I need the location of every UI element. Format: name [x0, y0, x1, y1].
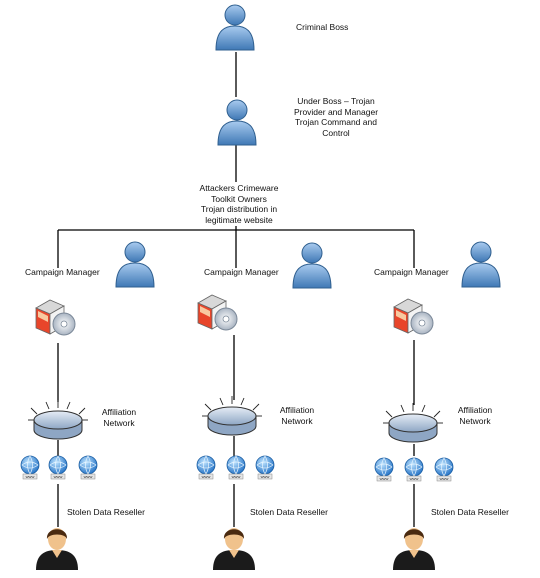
network-label-line: Network	[459, 415, 491, 426]
attackers-label-line: legitimate website	[205, 214, 273, 225]
underboss-label-line: Under Boss – Trojan	[297, 96, 375, 106]
globe-icon	[404, 457, 424, 482]
boss-person-icon	[215, 4, 255, 51]
software-box-1-icon	[35, 299, 76, 336]
underboss-label: Under Boss – Trojan Provider and Manager…	[282, 96, 390, 138]
network-label-line: Network	[281, 415, 313, 426]
attackers-label: Attackers Crimeware Toolkit Owners Troja…	[184, 183, 294, 225]
globe-icon	[78, 455, 98, 480]
globe-icon	[48, 455, 68, 480]
globe-group-3	[374, 457, 454, 482]
globe-icon	[196, 455, 216, 480]
underboss-label-line: Control	[322, 127, 350, 138]
affiliation-network-1-label: Affiliation Network	[96, 407, 142, 428]
globe-icon	[434, 457, 454, 482]
network-hub-1-icon	[27, 399, 89, 440]
attackers-label-line: Trojan distribution in	[200, 204, 278, 214]
boss-label: Criminal Boss	[296, 22, 349, 32]
reseller-2-person-icon	[213, 528, 255, 570]
campaign-manager-2-person-icon	[292, 242, 332, 289]
globe-icon	[20, 455, 40, 480]
underboss-label-line: Provider and Manager	[293, 106, 379, 117]
globe-group-1	[20, 455, 98, 480]
software-box-3-icon	[393, 298, 434, 335]
network-label-line: Affiliation	[457, 405, 493, 415]
underboss-person-icon	[217, 99, 257, 146]
network-hub-2-icon	[201, 395, 263, 436]
network-label-line: Network	[103, 417, 135, 428]
attackers-label-line: Toolkit Owners	[211, 193, 267, 204]
campaign-manager-3-label: Campaign Manager	[374, 267, 449, 277]
reseller-3-person-icon	[393, 528, 435, 570]
network-label-line: Affiliation	[279, 405, 315, 415]
affiliation-network-3-label: Affiliation Network	[452, 405, 498, 426]
globe-icon	[374, 457, 394, 482]
stolen-data-reseller-2-label: Stolen Data Reseller	[250, 507, 328, 517]
software-box-2-icon	[197, 294, 238, 331]
globe-group-2	[196, 455, 275, 480]
campaign-manager-1-label: Campaign Manager	[25, 267, 100, 277]
network-label-line: Affiliation	[101, 407, 137, 417]
reseller-1-person-icon	[36, 528, 78, 570]
stolen-data-reseller-1-label: Stolen Data Reseller	[67, 507, 145, 517]
attackers-label-line: Attackers Crimeware	[199, 183, 279, 193]
stolen-data-reseller-3-label: Stolen Data Reseller	[431, 507, 509, 517]
globe-icon	[226, 455, 246, 480]
campaign-manager-1-person-icon	[115, 241, 155, 288]
campaign-manager-2-label: Campaign Manager	[204, 267, 279, 277]
globe-icon	[255, 455, 275, 480]
affiliation-network-2-label: Affiliation Network	[274, 405, 320, 426]
campaign-manager-3-person-icon	[461, 241, 501, 288]
network-hub-3-icon	[382, 402, 444, 443]
underboss-label-line: Trojan Command and	[295, 117, 377, 127]
